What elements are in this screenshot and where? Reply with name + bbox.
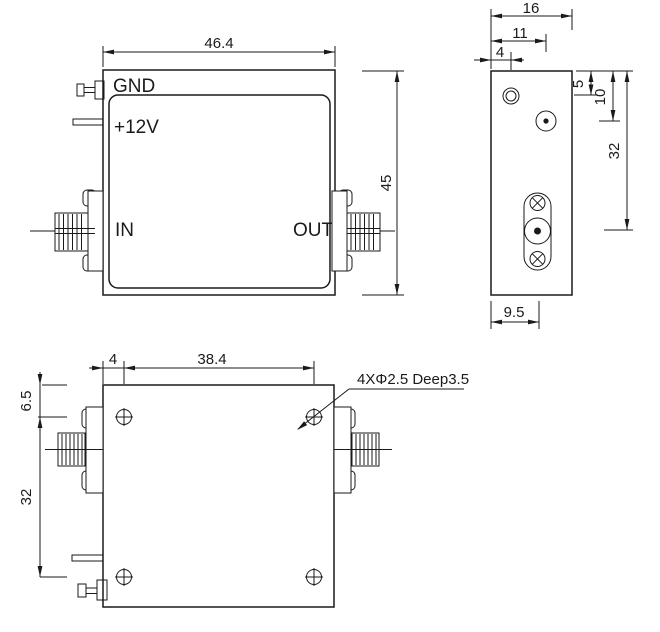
side-view: 16 11 4 5 10 [474,0,633,329]
sma-end-body [524,217,551,245]
dim-bottom-hole-inset-x-value: 4 [109,351,117,368]
dim-side-width-value: 16 [523,0,540,17]
gnd-pin-head [76,83,85,97]
sma-out-barrel [346,212,381,252]
dim-bottom-hole-inset-y-value: 6.5 [18,391,35,412]
dim-side-hole1-x-value: 4 [496,44,504,61]
dim-side-hole1-x: 4 [474,44,524,70]
sma-in-barrel [54,212,89,252]
supply-wire [72,118,104,126]
dim-side-hole1-y: 5 [570,71,598,96]
sma-connector-left-plan [45,406,104,494]
dim-front-height: 45 [362,70,404,296]
front-lid-outline [108,94,331,289]
sma-connector-end [523,192,552,271]
sma-connector-right-plan [333,406,392,494]
dim-front-width: 46.4 [102,35,336,67]
bottom-view: 4 38.4 6.5 32 4XΦ2.5 Deep3.5 [18,351,469,608]
gnd-label: GND [113,76,155,97]
supply-feedthrough-end [535,110,557,132]
sma-connector-out [331,189,395,272]
dim-bottom-holes-x: 4 38.4 [89,351,315,384]
side-body-outline [490,70,573,296]
sma-in-thread-hatch [58,214,82,250]
gnd-pin-body [94,80,105,100]
sma-out-flange [331,190,348,272]
dim-side-hole1-y-value: 5 [570,80,587,88]
dim-side-hole2-y: 10 [592,71,620,122]
mounting-hole-top-left [115,408,133,426]
dim-side-hole2-x: 11 [491,25,547,52]
dim-side-connector-y-value: 32 [606,143,623,160]
sma-end-pin [534,227,541,235]
mounting-hole-bottom-right [305,568,323,586]
bottom-gnd-pin-head [77,583,87,598]
hole-callout: 4XΦ2.5 Deep3.5 [297,371,469,430]
bottom-gnd-pin-body [96,579,108,601]
bottom-supply-wire [71,554,104,562]
gnd-pin [76,80,105,100]
bottom-body-outline [102,384,335,608]
front-view: GND +12V IN OUT [30,35,404,296]
dim-side-width: 16 [491,0,573,30]
sma-connector-in [30,189,104,272]
dim-bottom-holes-y: 6.5 32 [18,372,67,578]
front-body-outline [102,69,336,296]
sma-end-screw-bottom [529,251,546,267]
dim-side-hole2-y-value: 10 [592,89,609,106]
dim-front-height-value: 45 [378,175,395,192]
supply-label: +12V [114,117,159,138]
dim-side-connector-y: 32 [604,71,633,231]
hole-callout-text: 4XΦ2.5 Deep3.5 [357,371,469,388]
dim-bottom-hole-pitch-x-value: 38.4 [197,351,226,368]
dim-side-hole2-x-value: 11 [512,25,528,42]
sma-end-screw-top [529,195,546,211]
dim-bottom-hole-pitch-y-value: 32 [18,489,35,506]
dim-front-width-value: 46.4 [204,35,233,52]
sma-end-flange [523,192,552,271]
dim-side-connector-x-value: 9.5 [504,304,525,321]
sma-out-thread-hatch [350,214,374,250]
mounting-hole-bottom-left [115,568,133,586]
output-label: OUT [293,220,334,241]
gnd-feedthrough-end [502,87,520,105]
bottom-gnd-pin [77,579,108,601]
input-label: IN [115,220,134,241]
dim-side-connector-x: 9.5 [490,301,540,329]
sma-in-flange [87,190,104,272]
